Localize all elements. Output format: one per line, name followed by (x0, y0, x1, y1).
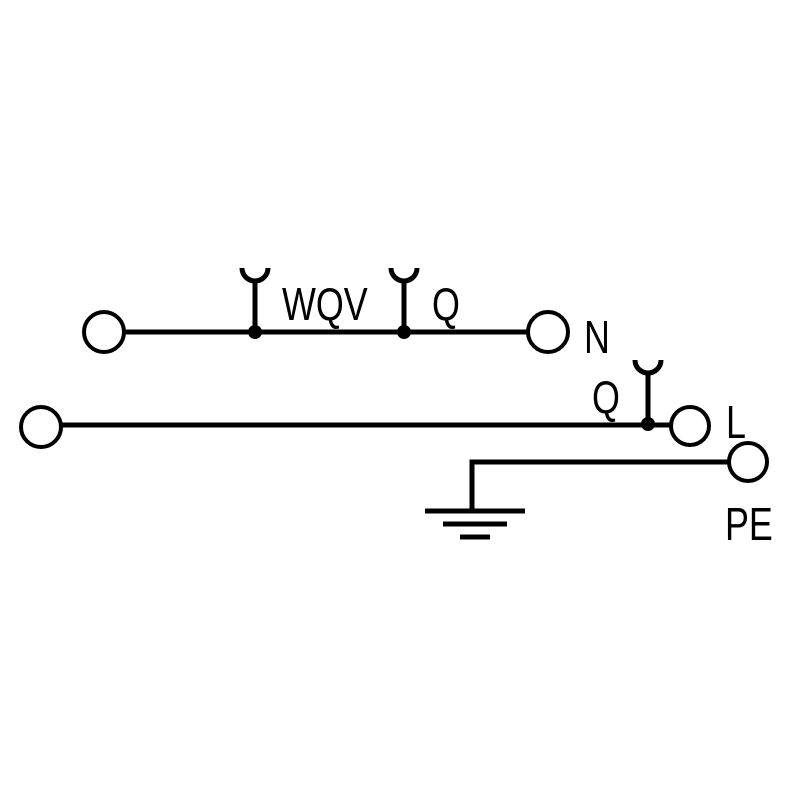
bridge-socket-wqv-icon (239, 267, 271, 339)
label-q-top: Q (432, 279, 460, 330)
ground-icon (425, 508, 525, 540)
neutral-conductor: WQV Q N (82, 267, 610, 363)
line-conductor: Q L (19, 359, 746, 449)
bridge-socket-q-icon (388, 267, 420, 339)
terminal-l-right (669, 405, 711, 447)
bridge-socket-l-icon (632, 359, 664, 431)
terminal-l-left (19, 405, 63, 449)
terminal-n-right (526, 310, 570, 354)
pe-conductor: PE (425, 441, 773, 550)
pe-wire (469, 459, 728, 511)
label-wqv: WQV (282, 279, 368, 330)
terminal-pe (727, 441, 769, 483)
label-l: L (726, 397, 746, 448)
label-n: N (584, 312, 610, 363)
terminal-n-left (82, 310, 126, 354)
label-pe: PE (725, 499, 773, 550)
label-q-line: Q (592, 372, 620, 423)
